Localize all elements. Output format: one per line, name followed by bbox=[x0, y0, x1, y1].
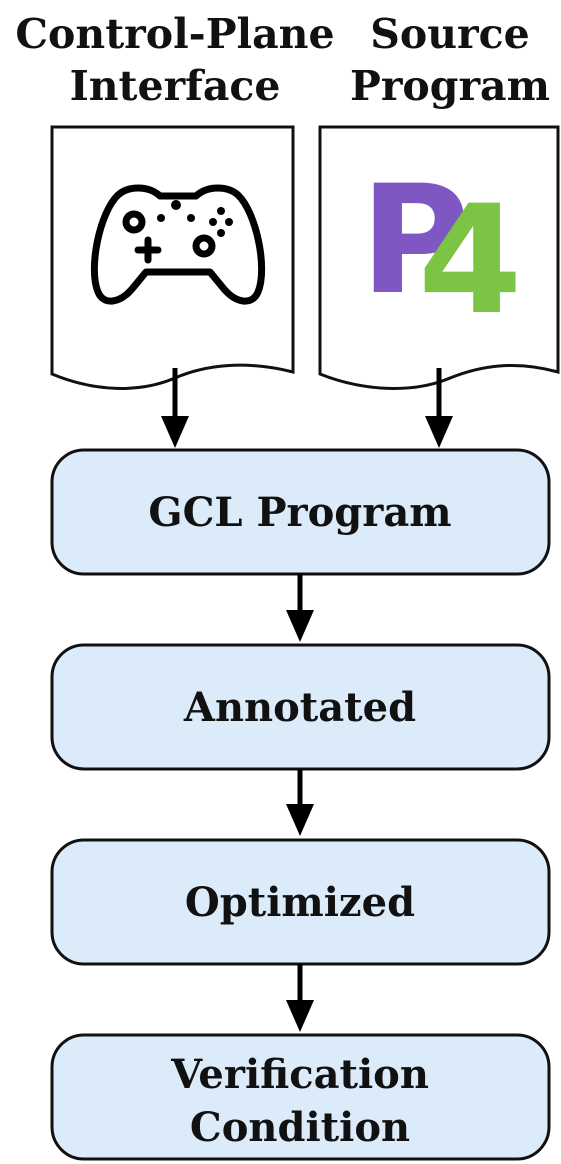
arrow-source-to-gcl bbox=[425, 368, 453, 448]
gamepad-icon bbox=[90, 184, 266, 305]
control-plane-title-line2: Interface bbox=[70, 62, 281, 110]
arrow-control-plane-to-gcl bbox=[161, 368, 189, 448]
source-program-title-line1: Source bbox=[370, 10, 529, 58]
gamepad-buttons bbox=[157, 200, 233, 237]
stage-verification-label-line1: Verification bbox=[170, 1051, 429, 1098]
stage-gcl-program-label: GCL Program bbox=[148, 489, 451, 536]
arrow-annotated-to-optimized bbox=[286, 769, 314, 836]
stage-verification-condition: Verification Condition bbox=[50, 1033, 551, 1161]
source-program-title-line2: Program bbox=[350, 62, 550, 110]
stage-verification-label-line2: Condition bbox=[190, 1104, 410, 1151]
source-program-document: P 4 bbox=[318, 125, 560, 390]
p4-logo: P 4 bbox=[360, 154, 522, 348]
p4-logo-p: P bbox=[360, 154, 470, 328]
stage-optimized: Optimized bbox=[50, 838, 551, 966]
stage-gcl-program: GCL Program bbox=[50, 448, 551, 576]
arrow-gcl-to-annotated bbox=[286, 574, 314, 642]
control-plane-title-line1: Control-Plane bbox=[15, 10, 334, 58]
stage-annotated: Annotated bbox=[50, 643, 551, 771]
arrow-optimized-to-verification bbox=[286, 964, 314, 1032]
stage-annotated-label: Annotated bbox=[183, 684, 416, 731]
p4-logo-4: 4 bbox=[418, 174, 522, 348]
stage-optimized-label: Optimized bbox=[185, 879, 415, 926]
control-plane-document bbox=[50, 125, 295, 390]
